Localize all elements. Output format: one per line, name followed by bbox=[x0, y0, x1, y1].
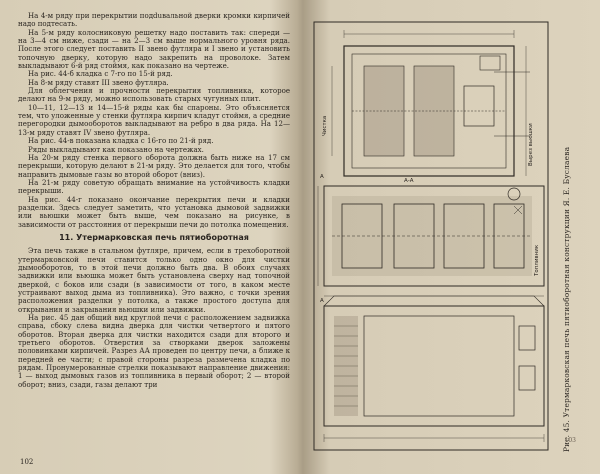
left-text-column: На 4-м ряду при перекрытии подduвальной … bbox=[18, 11, 290, 389]
paragraph: На 8-м ряду ставят III звено футляра. bbox=[28, 77, 169, 87]
label-topka: Топливник bbox=[534, 244, 540, 276]
paragraph: Ряды выкладывают как показано на чертежа… bbox=[28, 144, 204, 154]
figure-frame bbox=[313, 21, 549, 451]
paragraph: На 20-м ряду стенка первого оборота долж… bbox=[18, 152, 290, 179]
paragraph: На рис. 44-в показана кладка с 16-го по … bbox=[28, 136, 214, 146]
elevation-view-bottom bbox=[323, 295, 545, 442]
page-number-right: 103 bbox=[564, 437, 576, 444]
paragraph: 10—11, 12—13 и 14—15-й ряды как бы спаро… bbox=[18, 102, 290, 137]
paragraph: Эта печь также в стальном футляре, приче… bbox=[18, 246, 290, 314]
paragraph: На 21-м ряду советую обращать внимание н… bbox=[18, 177, 290, 196]
section-heading: 11. Утермарковская печь пятиоборотная bbox=[59, 232, 249, 242]
paragraph: На 4-м ряду при перекрытии подduвальной … bbox=[18, 11, 290, 29]
paragraph: Для облегчения и прочности перекрытия то… bbox=[18, 86, 290, 104]
page-number-left: 102 bbox=[20, 458, 34, 466]
label-a-bottom: А bbox=[320, 298, 324, 304]
paragraph: На рис. 44-б кладка с 7-го по 15-й ряд. bbox=[28, 69, 173, 79]
paragraph: На рис. 44-г показано окончание перекрыт… bbox=[18, 194, 290, 229]
right-page: А А А-А Чистка Топливник Вырез вьюшки Ри… bbox=[304, 6, 596, 468]
figure-caption-text: Рис. 45. Утермарковская печь пятиоборотн… bbox=[562, 146, 571, 452]
paragraph: На 5-м ряду колосниковую решетку надо по… bbox=[18, 27, 290, 71]
plan-view-top bbox=[331, 30, 530, 177]
left-page: На 4-м ряду при перекрытии подduвальной … bbox=[4, 6, 296, 468]
section-view-middle bbox=[317, 185, 545, 297]
label-vyrez: Вырез вьюшки bbox=[528, 123, 534, 166]
figure-caption: Рис. 45. Утермарковская печь пятиоборотн… bbox=[552, 36, 571, 456]
figure-45-drawing: А А А-А bbox=[313, 21, 549, 451]
paragraph: На рис. 45 дан общий вид круглой печи с … bbox=[18, 313, 290, 389]
label-a-top: А bbox=[320, 174, 324, 180]
label-section-aa: А-А bbox=[404, 178, 414, 184]
label-chistka: Чистка bbox=[322, 115, 328, 136]
